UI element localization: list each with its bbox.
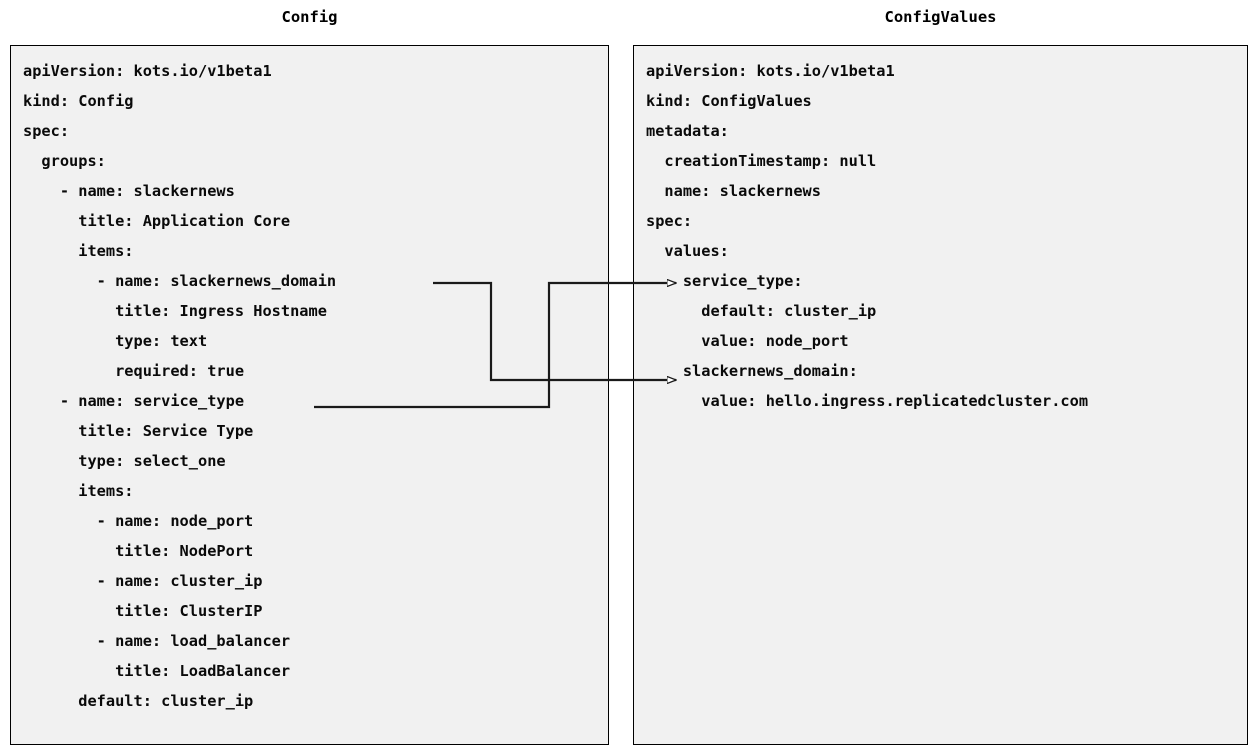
config-yaml-body-line-10: required: true bbox=[23, 362, 245, 380]
config-column-title: Config bbox=[281, 8, 338, 26]
config-yaml-body-line-17: - name: cluster_ip bbox=[23, 572, 263, 590]
config-yaml-body-line-13: type: select_one bbox=[23, 452, 226, 470]
config-yaml-body-line-8: title: Ingress Hostname bbox=[23, 302, 327, 320]
config-yaml-body-line-21: default: cluster_ip bbox=[23, 692, 254, 710]
config-yaml-body-line-2: spec: bbox=[23, 122, 70, 140]
config-yaml-body-line-14: items: bbox=[23, 482, 134, 500]
configvalues-yaml-body-line-1: kind: ConfigValues bbox=[646, 92, 812, 110]
config-yaml-panel: apiVersion: kots.io/v1beta1 kind: Config s… bbox=[10, 45, 609, 745]
config-yaml-body-line-0: apiVersion: kots.io/v1beta1 bbox=[23, 62, 272, 80]
configvalues-yaml-body: apiVersion: kots.io/v1beta1 kind: ConfigV… bbox=[634, 46, 1247, 416]
config-yaml-body: apiVersion: kots.io/v1beta1 kind: Config s… bbox=[11, 46, 608, 716]
config-yaml-body-line-5: title: Application Core bbox=[23, 212, 291, 230]
config-yaml-body-line-19: - name: load_balancer bbox=[23, 632, 291, 650]
configvalues-yaml-body-line-0: apiVersion: kots.io/v1beta1 bbox=[646, 62, 895, 80]
configvalues-yaml-body-line-3: creationTimestamp: null bbox=[646, 152, 877, 170]
configvalues-yaml-body-line-4: name: slackernews bbox=[646, 182, 821, 200]
config-yaml-body-line-9: type: text bbox=[23, 332, 208, 350]
config-yaml-body-line-20: title: LoadBalancer bbox=[23, 662, 291, 680]
configvalues-yaml-body-line-10: slackernews_domain: bbox=[646, 362, 858, 380]
config-yaml-body-line-12: title: Service Type bbox=[23, 422, 254, 440]
config-yaml-body-line-1: kind: Config bbox=[23, 92, 134, 110]
configvalues-yaml-body-line-7: service_type: bbox=[646, 272, 803, 290]
config-yaml-body-line-3: groups: bbox=[23, 152, 106, 170]
configvalues-yaml-body-line-2: metadata: bbox=[646, 122, 729, 140]
configvalues-yaml-panel: apiVersion: kots.io/v1beta1 kind: ConfigV… bbox=[633, 45, 1248, 745]
config-yaml-body-line-7: - name: slackernews_domain bbox=[23, 272, 337, 290]
configvalues-yaml-body-line-6: values: bbox=[646, 242, 729, 260]
configvalues-yaml-body-line-11: value: hello.ingress.replicatedcluster.c… bbox=[646, 392, 1089, 410]
configvalues-yaml-body-line-9: value: node_port bbox=[646, 332, 849, 350]
config-yaml-body-line-18: title: ClusterIP bbox=[23, 602, 263, 620]
config-yaml-body-line-6: items: bbox=[23, 242, 134, 260]
config-yaml-body-line-11: - name: service_type bbox=[23, 392, 245, 410]
configvalues-column-title: ConfigValues bbox=[884, 8, 997, 26]
configvalues-yaml-body-line-5: spec: bbox=[646, 212, 693, 230]
configvalues-yaml-body-line-8: default: cluster_ip bbox=[646, 302, 877, 320]
config-yaml-body-line-16: title: NodePort bbox=[23, 542, 254, 560]
config-yaml-body-line-15: - name: node_port bbox=[23, 512, 254, 530]
config-yaml-body-line-4: - name: slackernews bbox=[23, 182, 235, 200]
